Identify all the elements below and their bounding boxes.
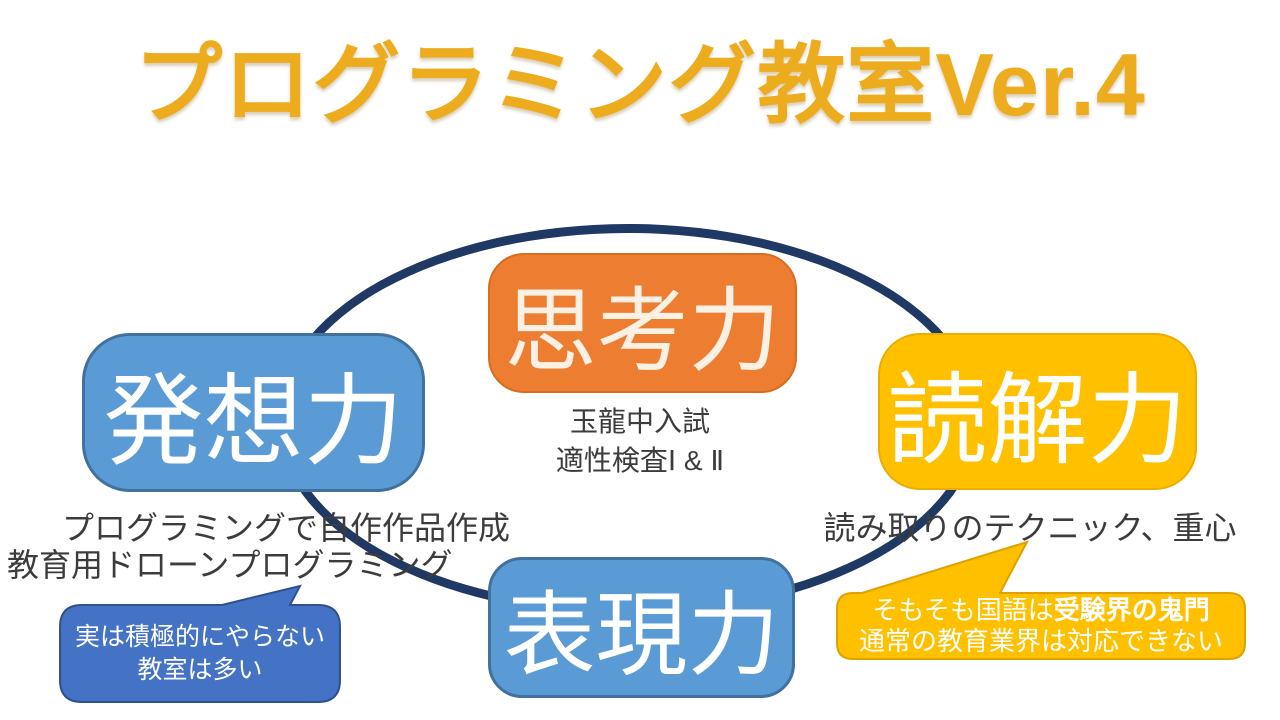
callout-left-text: 実は積極的にやらない 教室は多い [60,605,340,702]
caption-thinking-line1: 玉龍中入試 [569,406,710,437]
node-thinking: 思考力 [488,253,797,393]
callout-right-line1-bold: 受験界の鬼門 [1053,595,1210,625]
callout-right-line1-normal: そもそも国語は [872,595,1054,625]
slide-title: プログラミング教室Ver.4 [134,35,1146,134]
caption-thinking-line2: 適性検査Ⅰ & Ⅱ [555,445,725,476]
callout-right-line1: そもそも国語は受験界の鬼門 [872,595,1210,626]
callout-right-text: そもそも国語は受験界の鬼門 通常の教育業界は対応できない [837,593,1245,659]
caption-thinking: 玉龍中入試 適性検査Ⅰ & Ⅱ [455,402,825,480]
callout-right: そもそも国語は受験界の鬼門 通常の教育業界は対応できない [828,532,1252,662]
callout-left-line2: 教室は多い [137,655,263,684]
callout-left: 実は積極的にやらない 教室は多い [50,576,350,711]
node-expression: 表現力 [488,557,795,698]
callout-left-line1: 実は積極的にやらない [74,622,325,651]
node-reading-label: 読解力 [887,365,1188,477]
caption-idea-line1: プログラミングで自作作品作成 [62,510,511,546]
node-reading: 読解力 [878,333,1197,490]
node-idea-label: 発想力 [103,366,404,478]
callout-right-bubble-shape [836,540,1246,660]
callout-left-bubble-shape [59,584,341,703]
node-thinking-label: 思考力 [504,280,781,383]
callout-right-line2: 通常の教育業界は対応できない [858,626,1223,656]
node-expression-label: 表現力 [503,585,780,687]
caption-idea-line2: 教育用ドローンプログラミング [7,547,453,583]
node-idea: 発想力 [82,333,425,492]
caption-reading: 読み取りのテクニック、重心 [823,510,1237,546]
